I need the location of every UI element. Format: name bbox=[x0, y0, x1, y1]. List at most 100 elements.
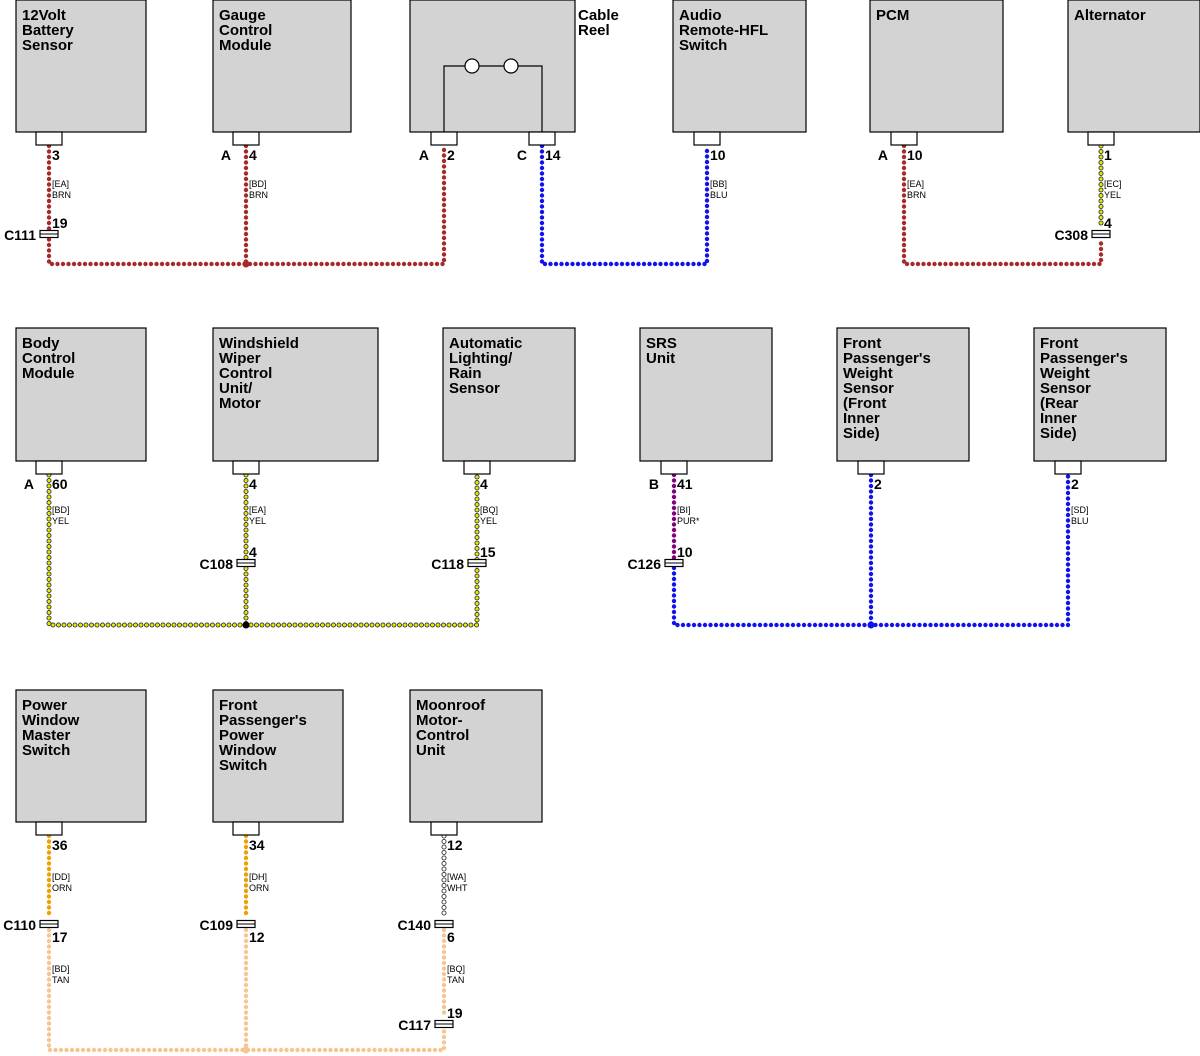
c111-pin: 19 bbox=[52, 215, 68, 231]
audio-switch-title-line: Switch bbox=[679, 37, 727, 54]
c118-pin: 15 bbox=[480, 544, 496, 560]
wiper-motor-title-line: Wiper bbox=[219, 350, 261, 367]
wire-color-label: ORN bbox=[52, 883, 72, 893]
rain-sensor-plug-1 bbox=[463, 460, 491, 475]
alternator-box bbox=[1067, 0, 1200, 133]
weight-sensor-front-title-line: Side) bbox=[843, 425, 880, 442]
c126-pin: 10 bbox=[677, 544, 693, 560]
modules: 12VoltBatterySensorGaugeControlModuleCab… bbox=[15, 0, 1200, 836]
splice-point-icon bbox=[242, 621, 250, 629]
weight-sensor-rear-box bbox=[1033, 327, 1167, 462]
reel-conn-c-label: C bbox=[517, 147, 527, 163]
wire-color-label: TAN bbox=[52, 975, 69, 985]
window-master-box bbox=[15, 689, 147, 823]
gauge-pin-label: 4 bbox=[249, 147, 257, 163]
moon-pin-label: 12 bbox=[447, 837, 463, 853]
wire-color-label: YEL bbox=[249, 516, 266, 526]
reel-conn-a-label: A bbox=[419, 147, 429, 163]
weight-sensor-rear-title-line: Inner bbox=[1040, 410, 1077, 427]
wire-color-label: YEL bbox=[52, 516, 69, 526]
gauge-control-title-line: Module bbox=[219, 37, 272, 54]
alternator-plug-1 bbox=[1087, 131, 1115, 146]
rain-sensor-title-line: Automatic bbox=[449, 335, 522, 352]
moonroof-title-line: Moonroof bbox=[416, 697, 486, 714]
wire-circuit-label: [BD] bbox=[52, 964, 70, 974]
clockspring-symbol bbox=[443, 58, 543, 132]
pwm-pin-label: 36 bbox=[52, 837, 68, 853]
wire-color-label: PUR* bbox=[677, 516, 700, 526]
passenger-window-title-line: Power bbox=[219, 727, 264, 744]
c117-name: C117 bbox=[398, 1017, 431, 1033]
wires bbox=[46, 143, 1104, 1054]
weight-sensor-rear-title-line: (Rear bbox=[1040, 395, 1079, 412]
wsr-pin-label: 2 bbox=[1071, 476, 1079, 492]
srs-unit-title-line: SRS bbox=[646, 335, 677, 352]
weight-sensor-rear-module: FrontPassenger'sWeightSensor(RearInnerSi… bbox=[1033, 327, 1167, 475]
reel-pin-a-label: 2 bbox=[447, 147, 455, 163]
alternator-module: Alternator bbox=[1067, 0, 1200, 146]
pcm-title-line: PCM bbox=[876, 7, 909, 24]
weight-sensor-front-title-line: Sensor bbox=[843, 380, 894, 397]
pcm-pin-label: 10 bbox=[907, 147, 923, 163]
gauge-control-plug-1 bbox=[232, 131, 260, 146]
battery-sensor-box bbox=[15, 0, 147, 133]
passenger-window-title-line: Passenger's bbox=[219, 712, 307, 729]
passenger-window-title-line: Front bbox=[219, 697, 257, 714]
wire-color-label: YEL bbox=[480, 516, 497, 526]
window-master-title-line: Master bbox=[22, 727, 71, 744]
wire-circuit-label: [DH] bbox=[249, 872, 267, 882]
wire-color-label: BRN bbox=[52, 190, 71, 200]
c110-name: C110 bbox=[3, 917, 36, 933]
window-master-plug-1 bbox=[35, 821, 63, 836]
moonroof-plug-1 bbox=[430, 821, 458, 836]
wiper-motor-title-line: Control bbox=[219, 365, 272, 382]
wire-color-label: YEL bbox=[1104, 190, 1121, 200]
rain-sensor-title-line: Rain bbox=[449, 365, 482, 382]
passenger-window-title-line: Switch bbox=[219, 757, 267, 774]
window-master-title-line: Window bbox=[22, 712, 80, 729]
moonroof-title-line: Motor- bbox=[416, 712, 463, 729]
window-master-title-line: Power bbox=[22, 697, 67, 714]
weight-sensor-rear-title-line: Sensor bbox=[1040, 380, 1091, 397]
c126-name: C126 bbox=[628, 556, 662, 572]
clockspring-contact-icon bbox=[464, 58, 480, 74]
body-control-box bbox=[15, 327, 147, 462]
c109-pin: 12 bbox=[249, 929, 265, 945]
wire-circuit-label: [BD] bbox=[52, 505, 70, 515]
srs-unit-title-line: Unit bbox=[646, 350, 675, 367]
c109-name: C109 bbox=[200, 917, 234, 933]
c108-pin: 4 bbox=[249, 544, 257, 560]
body-control-plug-1 bbox=[35, 460, 63, 475]
blu-reel-audio-wire bbox=[539, 143, 710, 267]
body-control-title-line: Control bbox=[22, 350, 75, 367]
c110-pin: 17 bbox=[52, 929, 68, 945]
weight-sensor-rear-plug-1 bbox=[1054, 460, 1082, 475]
rain-sensor-box bbox=[442, 327, 576, 462]
weight-sensor-front-title-line: Weight bbox=[843, 365, 893, 382]
wiper-motor-title-line: Windshield bbox=[219, 335, 299, 352]
wiper-pin-label: 4 bbox=[249, 476, 257, 492]
c118-name: C118 bbox=[431, 556, 464, 572]
battery-sensor-title-line: Battery bbox=[22, 22, 74, 39]
body-control-title-line: Module bbox=[22, 365, 75, 382]
audio-switch-title-line: Remote-HFL bbox=[679, 22, 768, 39]
c111-name: C111 bbox=[4, 227, 36, 243]
bcm-pin-label: 60 bbox=[52, 476, 68, 492]
passenger-window-box bbox=[212, 689, 344, 823]
bcm-conn-label: A bbox=[24, 476, 34, 492]
cable-reel-title-line: Reel bbox=[578, 22, 610, 39]
wire-circuit-label: [WA] bbox=[447, 872, 466, 882]
audio-switch-title-line: Audio bbox=[679, 7, 722, 24]
wire-circuit-label: [EA] bbox=[907, 179, 924, 189]
passenger-window-title-line: Window bbox=[219, 742, 277, 759]
wire-color-label: WHT bbox=[447, 883, 468, 893]
c111-connector: C111 19 bbox=[4, 215, 68, 243]
